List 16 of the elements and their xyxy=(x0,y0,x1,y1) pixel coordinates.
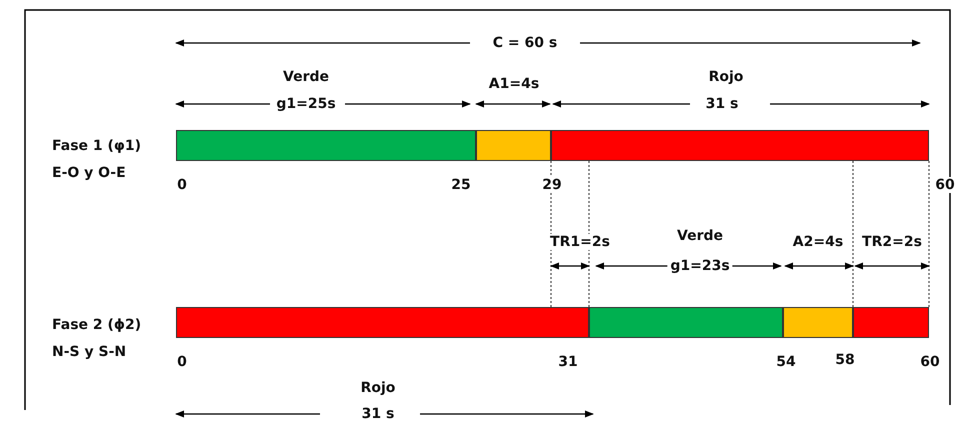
direction-label: N-S y S-N xyxy=(52,344,126,360)
phase-bar-segment xyxy=(176,130,476,161)
phase-bar-segment xyxy=(853,307,929,338)
dotted-line xyxy=(550,160,552,308)
duration-label: g1=23s xyxy=(667,258,733,274)
dotted-line xyxy=(852,160,854,308)
phase-bar-segment xyxy=(476,130,551,161)
phase-name: Fase 1 (φ1) xyxy=(52,138,141,154)
phase-bar-segment xyxy=(589,307,783,338)
dotted-line xyxy=(588,160,590,308)
phase-name: Fase 2 (ϕ2) xyxy=(52,317,142,333)
phase-bar-segment xyxy=(176,307,589,338)
dotted-line xyxy=(928,160,930,308)
direction-label: E-O y O-E xyxy=(52,165,126,181)
phase-bar-segment xyxy=(551,130,929,161)
phase-bar-segment xyxy=(783,307,853,338)
